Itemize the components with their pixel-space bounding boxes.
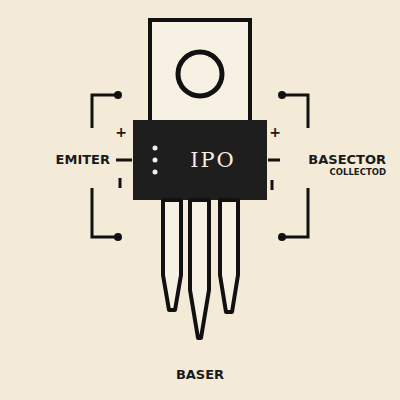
body-dot [153, 158, 158, 163]
terminal-dot [114, 91, 122, 99]
lead-pin [220, 200, 238, 312]
polarity-sign: + [115, 125, 127, 139]
right-bracket [268, 95, 308, 237]
pin-name: BASECTOR [308, 153, 386, 166]
terminal-dot [278, 91, 286, 99]
body-dot [153, 170, 158, 175]
lead-pin [163, 200, 181, 310]
part-marking: IPO [190, 148, 236, 172]
transistor-body [133, 120, 267, 200]
heatsink-tab [150, 20, 250, 122]
body-dot [153, 146, 158, 151]
pin-name: BASER [176, 368, 224, 381]
terminal-dot [114, 233, 122, 241]
mounting-hole [178, 52, 222, 96]
pin-name: EMITER [56, 153, 110, 166]
terminal-dot [278, 233, 286, 241]
polarity-sign: + [269, 125, 281, 139]
pin-name: COLLECTOD [330, 168, 386, 177]
lead-pin [190, 200, 209, 338]
left-bracket [92, 95, 132, 237]
body-marking: IPO [165, 128, 261, 192]
